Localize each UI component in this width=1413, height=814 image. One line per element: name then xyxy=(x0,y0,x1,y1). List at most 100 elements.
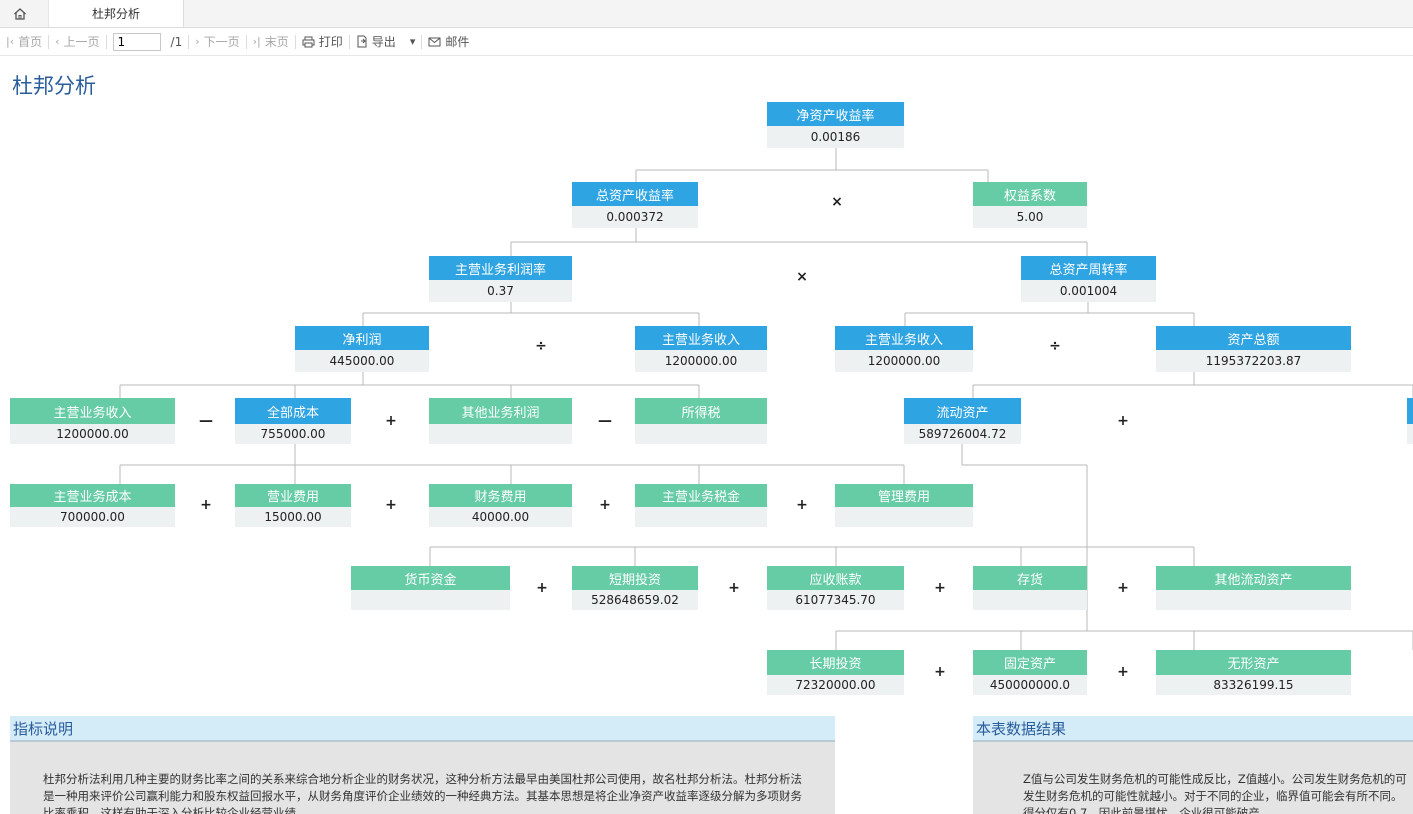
node-value xyxy=(973,590,1087,610)
result-line: Z值与公司发生财务危机的可能性成反比，Z值越小。公司发生财务危机的可 xyxy=(1023,772,1407,786)
node-value: 40000.00 xyxy=(429,507,572,527)
first-page-label: 首页 xyxy=(18,35,43,49)
data-result-panel: 本表数据结果 Z值与公司发生财务危机的可能性成反比，Z值越小。公司发生财务危机的… xyxy=(973,716,1413,814)
last-page-button[interactable]: ›| 末页 xyxy=(247,33,295,50)
next-page-button[interactable]: › 下一页 xyxy=(189,33,245,50)
node-income-tax: 所得税 xyxy=(635,398,767,444)
mail-button[interactable]: 邮件 xyxy=(422,33,475,50)
node-label: 长期投资 xyxy=(767,650,904,675)
prev-page-button[interactable]: ‹ 上一页 xyxy=(49,33,105,50)
plus-operator: + xyxy=(385,413,397,429)
node-label: 主营业务收入 xyxy=(10,398,175,424)
first-page-button[interactable]: |‹ 首页 xyxy=(0,33,48,50)
plus-operator: + xyxy=(728,580,740,596)
plus-operator: + xyxy=(934,664,946,680)
last-page-icon: ›| xyxy=(252,35,261,48)
plus-operator: + xyxy=(200,497,212,513)
export-button[interactable]: 导出 ▾ xyxy=(350,33,422,50)
node-label: 财务费用 xyxy=(429,484,572,507)
node-label: 净利润 xyxy=(295,326,429,350)
node-value: 0.00186 xyxy=(767,126,904,148)
separator xyxy=(245,34,247,49)
separator xyxy=(48,34,50,49)
plus-operator: + xyxy=(385,497,397,513)
prev-page-label: 上一页 xyxy=(63,35,100,49)
separator xyxy=(105,34,107,49)
node-value xyxy=(835,507,973,527)
node-value: 589726004.72 xyxy=(904,424,1021,444)
result-line: 发生财务危机的可能性就越小。对于不同的企业，临界值可能会有所不同。 xyxy=(1023,789,1403,803)
node-label: 固定资产 xyxy=(973,650,1087,675)
node-value xyxy=(1156,590,1351,610)
node-label: 总资产周转率 xyxy=(1021,256,1156,280)
export-label: 导出 xyxy=(371,35,396,49)
tab-dupont[interactable]: 杜邦分析 xyxy=(48,0,184,27)
node-label: 权益系数 xyxy=(973,182,1087,206)
plus-operator: + xyxy=(1117,664,1129,680)
node-value: 1200000.00 xyxy=(835,350,973,372)
node-value: 0.001004 xyxy=(1021,280,1156,302)
node-label: 无形资产 xyxy=(1156,650,1351,675)
plus-operator: + xyxy=(934,580,946,596)
separator xyxy=(348,34,350,49)
minus-operator: — xyxy=(199,413,213,429)
report-toolbar: |‹ 首页 ‹ 上一页 /1 › 下一页 ›| 末页 打印 导出 ▾ xyxy=(0,28,1413,56)
chevron-left-icon: ‹ xyxy=(55,35,60,48)
node-value: 1200000.00 xyxy=(635,350,767,372)
node-sales-tax: 主营业务税金 xyxy=(635,484,767,527)
mail-icon xyxy=(428,37,441,46)
node-label: 主营业务税金 xyxy=(635,484,767,507)
export-icon xyxy=(357,35,367,48)
result-line: 得分仅有0.7，因此前景堪忧，企业很可能破产。 xyxy=(1023,806,1272,814)
plus-operator: + xyxy=(796,497,808,513)
print-button[interactable]: 打印 xyxy=(296,33,349,50)
plus-operator: + xyxy=(1117,580,1129,596)
node-label: 全部成本 xyxy=(235,398,351,424)
multiply-operator: × xyxy=(796,269,808,285)
first-page-icon: |‹ xyxy=(6,35,15,48)
node-value: 445000.00 xyxy=(295,350,429,372)
print-label: 打印 xyxy=(318,35,343,49)
node-value: 61077345.70 xyxy=(767,590,904,610)
panel-title: 指标说明 xyxy=(10,716,835,742)
node-label: 所得税 xyxy=(635,398,767,424)
node-value: 5.00 xyxy=(973,206,1087,228)
plus-operator: + xyxy=(536,580,548,596)
node-other-profit: 其他业务利润 xyxy=(429,398,572,444)
description-line: 比率乘积，这样有助于深入分析比较企业经营业绩。 xyxy=(43,806,308,814)
node-label: 流动资产 xyxy=(904,398,1021,424)
node-label: 其他流动资产 xyxy=(1156,566,1351,590)
node-value: 700000.00 xyxy=(10,507,175,527)
node-value: 1195372203.87 xyxy=(1156,350,1351,372)
separator xyxy=(421,34,423,49)
panel-body: Z值与公司发生财务危机的可能性成反比，Z值越小。公司发生财务危机的可 发生财务危… xyxy=(973,742,1413,814)
node-label: 主营业务收入 xyxy=(835,326,973,350)
node-label: 营业费用 xyxy=(235,484,351,507)
last-page-label: 末页 xyxy=(264,35,289,49)
page-number-input[interactable] xyxy=(112,32,161,51)
node-label: 其他业务利润 xyxy=(429,398,572,424)
node-cash: 货币资金 xyxy=(351,566,510,610)
node-inventory: 存货 xyxy=(973,566,1087,610)
mail-label: 邮件 xyxy=(445,35,470,49)
caret-down-icon[interactable]: ▾ xyxy=(409,35,416,48)
page-total: /1 xyxy=(170,34,183,49)
home-button[interactable] xyxy=(0,0,40,27)
next-page-label: 下一页 xyxy=(203,35,240,49)
node-value: 0.000372 xyxy=(572,206,698,228)
node-value: 528648659.02 xyxy=(572,590,698,610)
node-label: 总资产收益率 xyxy=(572,182,698,206)
node-value xyxy=(429,424,572,444)
